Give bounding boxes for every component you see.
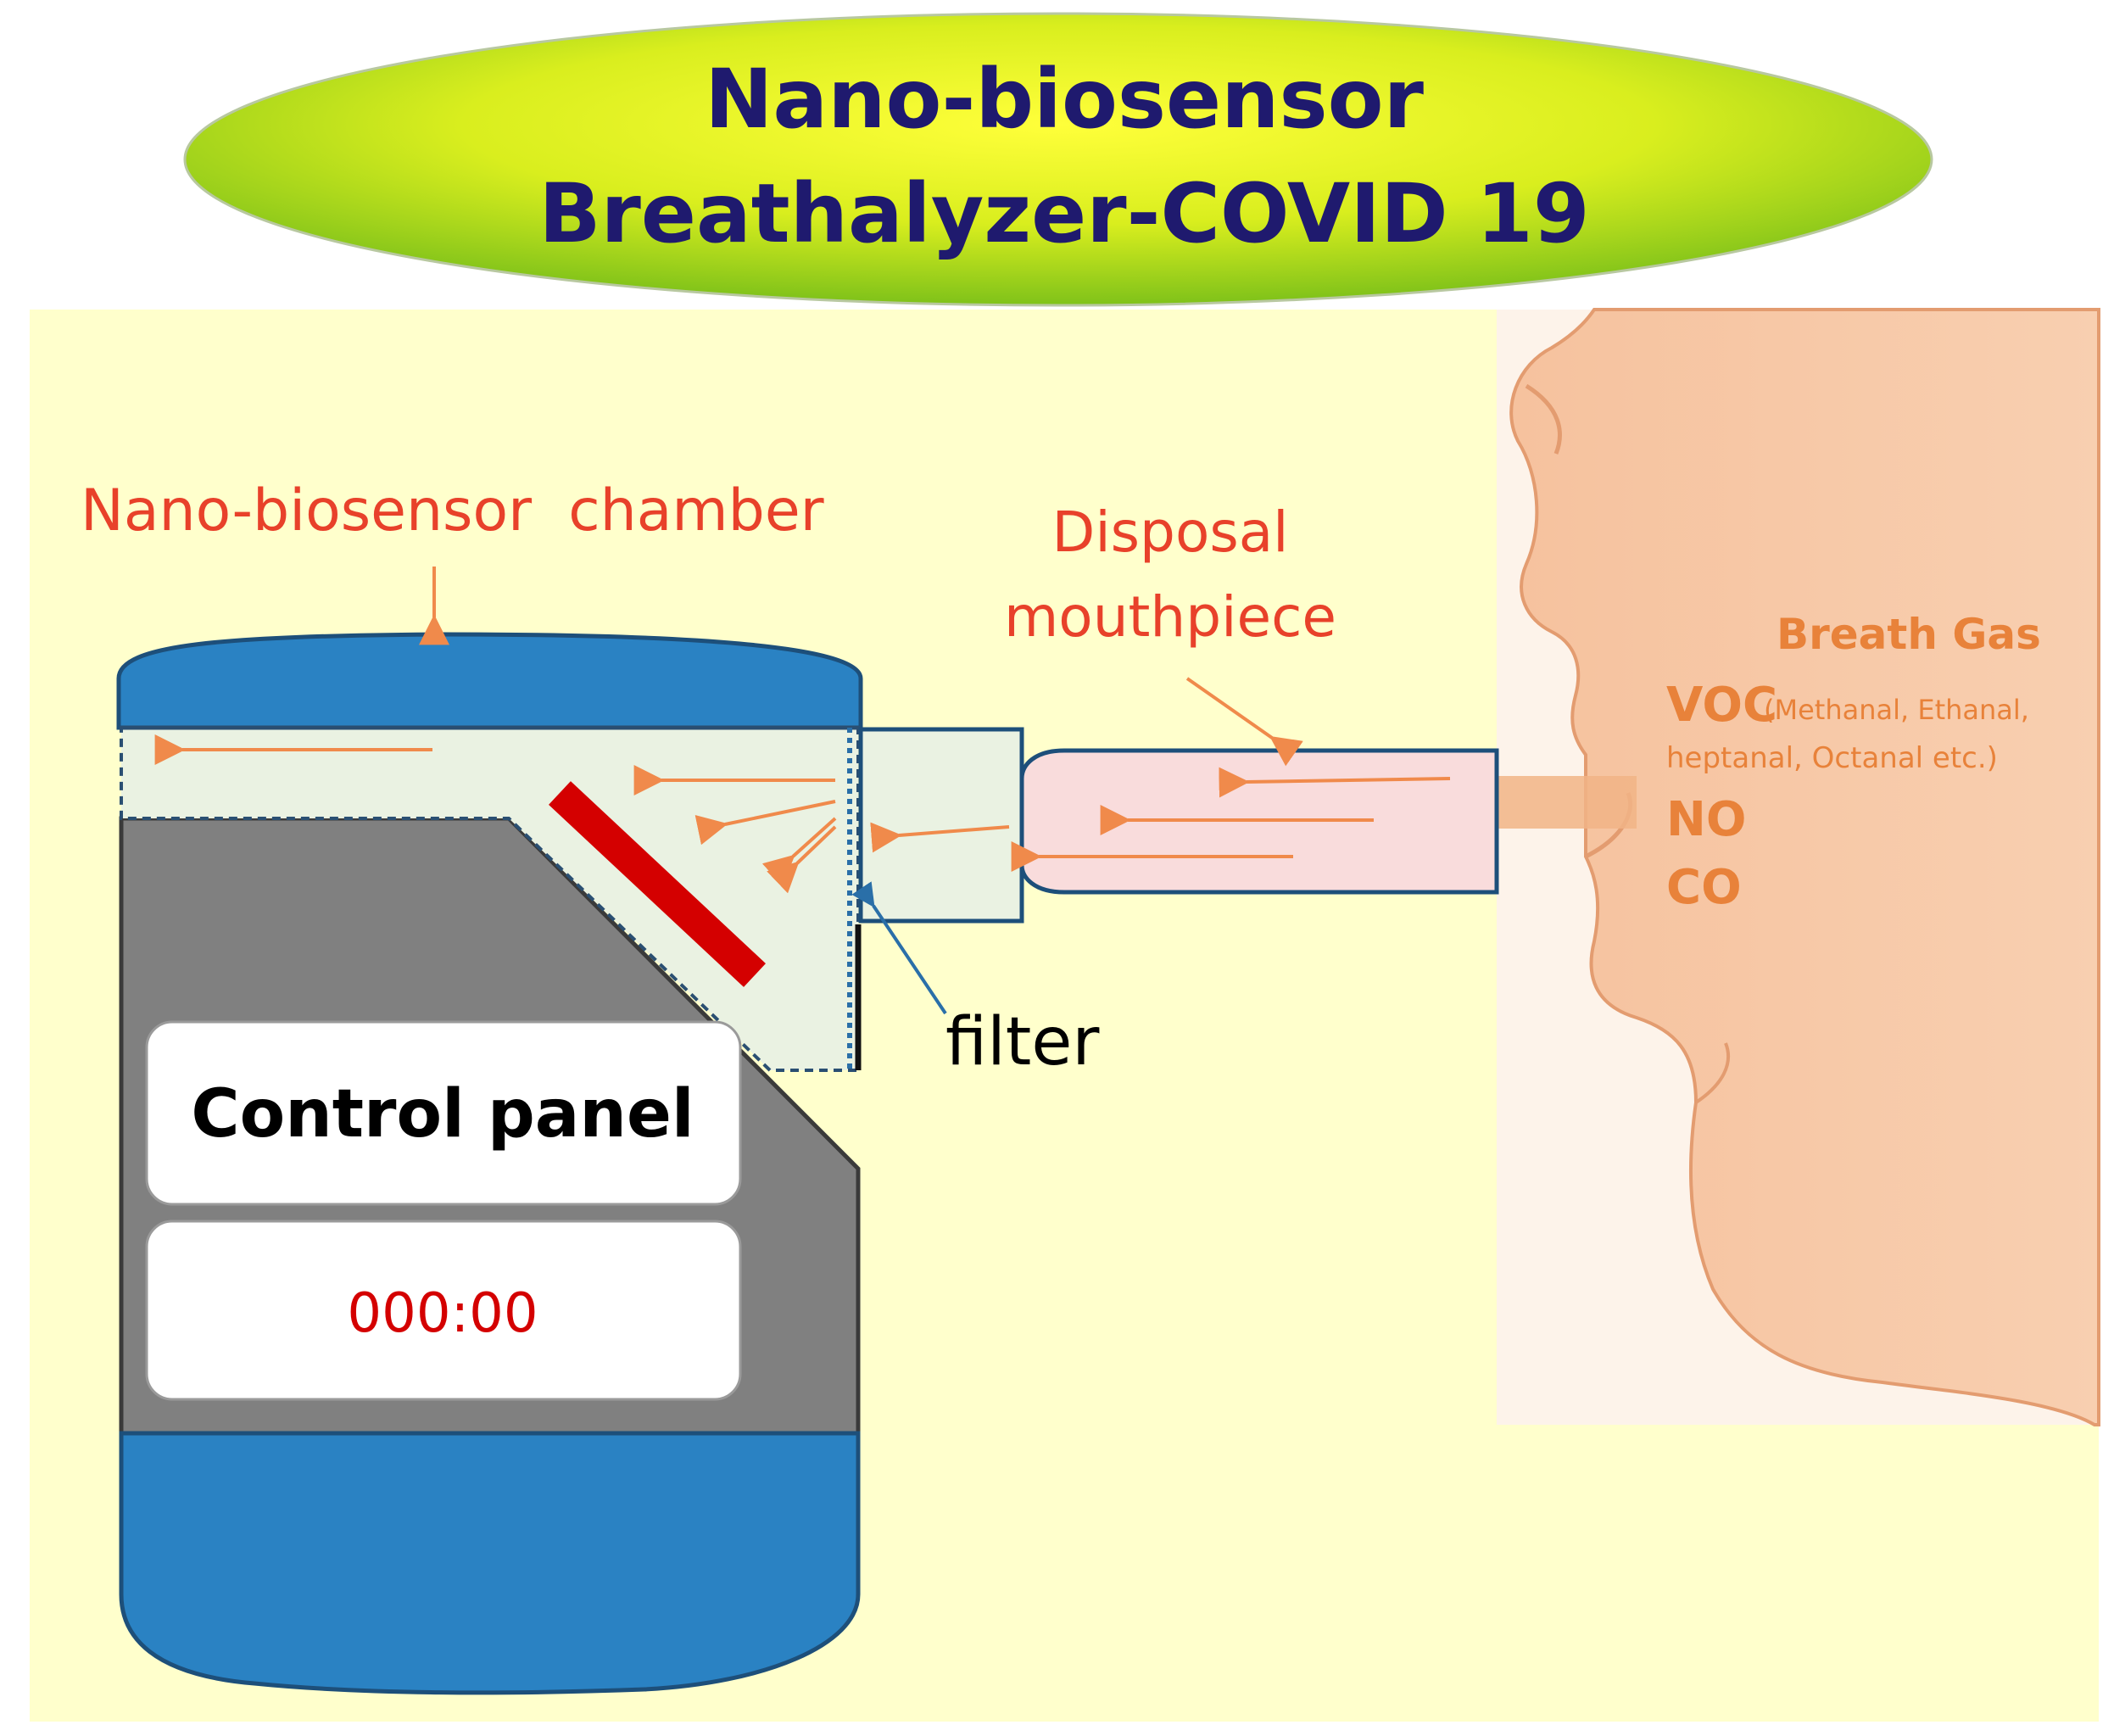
breath-gas-labels: Breath Gas VOC (Methanal, Ethanal, hepta… — [1666, 610, 2041, 915]
nose-line — [1525, 383, 1562, 455]
title-oval — [183, 12, 1933, 307]
mouthpiece-connector — [858, 727, 1024, 924]
flow-arrow — [767, 825, 837, 894]
device-base — [119, 1431, 861, 1695]
flow-arrow — [1219, 767, 1451, 798]
control-panel-label-box — [145, 1020, 742, 1206]
no-label: NO — [1666, 792, 1746, 847]
face-skin — [1509, 308, 2100, 1426]
flow-arrow — [694, 800, 836, 846]
co-label: CO — [1666, 860, 1742, 915]
mouthpiece-label-line-1: Disposal — [1052, 500, 1289, 565]
control-panel-label: Control panel — [191, 1076, 694, 1153]
title-line-2: Breathalyzer-COVID 19 — [538, 166, 1589, 261]
voc-label: VOC — [1666, 678, 1777, 733]
timer-display-box — [145, 1220, 742, 1401]
flow-arrow — [761, 817, 837, 887]
device-top-cap — [116, 632, 863, 730]
voc-detail-line-2: heptanal, Octanal etc.) — [1666, 741, 1998, 775]
chin-line — [1694, 1042, 1731, 1104]
chamber-label: Nano-biosensor chamber — [81, 477, 824, 544]
mouthpiece-label-line-2: mouthpiece — [1004, 584, 1336, 650]
breath-stream — [1497, 776, 1637, 829]
breath-gas-heading: Breath Gas — [1777, 610, 2041, 659]
title-banner: Nano-biosensor Breathalyzer-COVID 19 — [183, 12, 1933, 307]
airflow-arrows — [154, 734, 1451, 894]
nano-sensor-strip — [549, 781, 766, 987]
face-illustration — [1497, 308, 2100, 1426]
voc-detail-line-1: (Methanal, Ethanal, — [1764, 694, 2029, 726]
filter-label: filter — [945, 1004, 1100, 1080]
timer-display: 000:00 — [347, 1282, 538, 1345]
title-line-1: Nano-biosensor — [705, 52, 1425, 147]
filter-pointer-arrow — [851, 881, 947, 1015]
mouthpiece-pointer-arrow — [1185, 677, 1303, 767]
flow-arrow — [870, 822, 1010, 853]
